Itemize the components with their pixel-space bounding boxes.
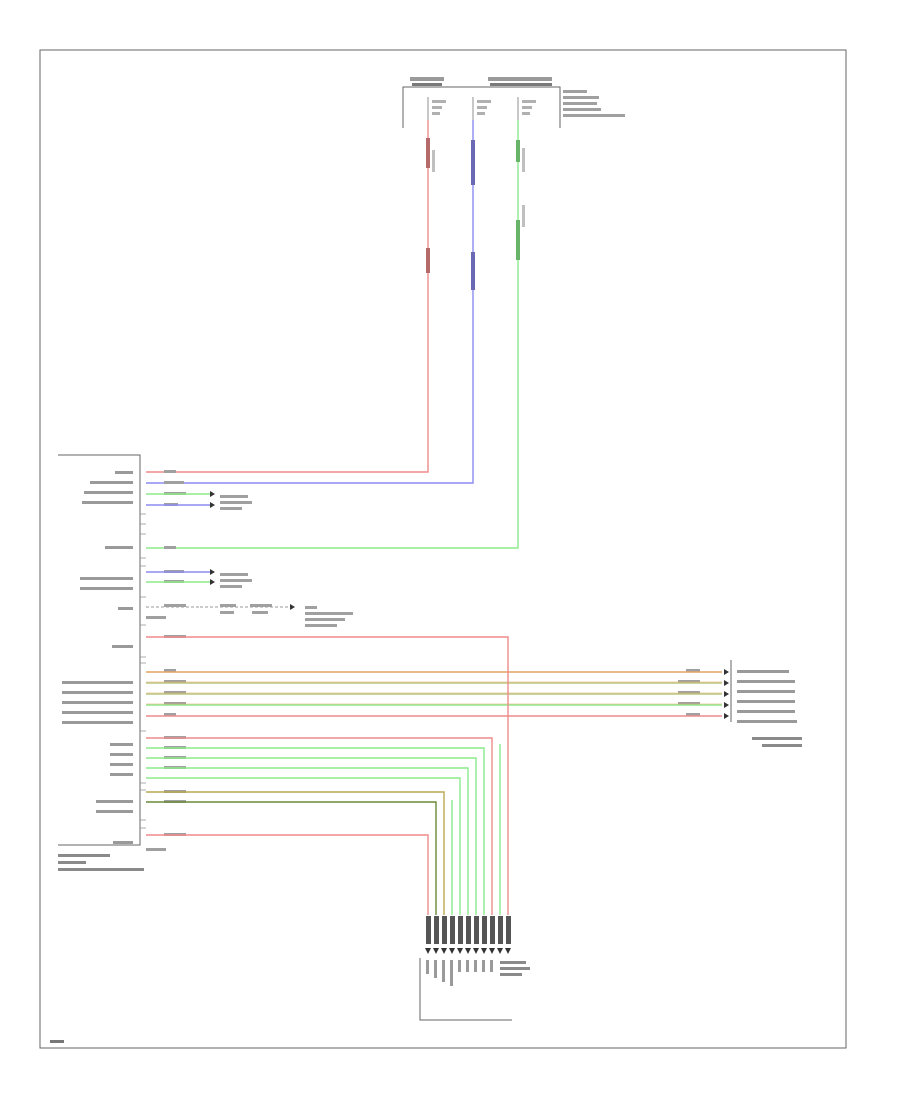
fuse-box-label-block-2 bbox=[488, 77, 552, 81]
bottom-wire-green-3 bbox=[146, 767, 469, 915]
fuse-symbol-2 bbox=[472, 97, 491, 120]
fuse-box-description-4 bbox=[563, 108, 601, 111]
fuse-symbol-1 bbox=[427, 97, 446, 120]
fuse-box-label-block-3 bbox=[412, 83, 442, 86]
bottom-wire-green-2 bbox=[146, 757, 477, 915]
module-name-line-1 bbox=[58, 854, 110, 857]
fuse-box-component bbox=[402, 77, 625, 128]
bottom-connector-name-2 bbox=[500, 967, 530, 970]
pin-ticks bbox=[140, 513, 146, 829]
bottom-connector-name-1 bbox=[500, 961, 526, 964]
diagram-id-mark bbox=[50, 1040, 64, 1043]
connector-id-top bbox=[146, 616, 166, 619]
bottom-wire-green-1 bbox=[146, 747, 485, 915]
module-name-line-3 bbox=[58, 868, 144, 871]
stub-target-label-1 bbox=[220, 495, 252, 510]
stub-wire-ground bbox=[146, 604, 295, 614]
main-module-connector bbox=[58, 454, 166, 871]
bottom-wire-green-extra bbox=[146, 744, 501, 915]
stub-target-label-3 bbox=[305, 606, 353, 627]
fuse-box-label-block-4 bbox=[490, 83, 552, 86]
bottom-wire-code-blocks bbox=[426, 916, 511, 944]
bottom-connector-name-3 bbox=[500, 973, 522, 976]
fuse-box-label-block-1 bbox=[410, 77, 444, 81]
stub-target-label-2 bbox=[220, 573, 252, 588]
bottom-wire-olive-2 bbox=[146, 801, 437, 915]
bottom-wire-red-2 bbox=[146, 737, 493, 915]
bus-wire-stripes bbox=[146, 681, 722, 705]
fuse-symbol-3 bbox=[517, 97, 536, 120]
right-connector bbox=[678, 660, 802, 747]
stub-wire-blue-2 bbox=[146, 569, 215, 575]
wire-green-power bbox=[146, 120, 525, 549]
bottom-wire-red-outer bbox=[146, 636, 509, 915]
bottom-connector-pins bbox=[425, 948, 511, 954]
fuse-box-description-2 bbox=[563, 96, 599, 99]
connector-id-bottom bbox=[146, 848, 166, 851]
right-connector-name-2 bbox=[762, 744, 802, 747]
bottom-wire-red-3 bbox=[146, 834, 429, 915]
wire-red-power bbox=[146, 120, 435, 473]
diagram-border bbox=[39, 49, 847, 1049]
fuse-box-description-3 bbox=[563, 102, 597, 105]
pin-label-group-top bbox=[62, 471, 133, 844]
fuse-box-description-1 bbox=[563, 90, 587, 93]
wire-blue-power bbox=[146, 120, 475, 484]
bottom-wire-olive-1 bbox=[146, 791, 445, 915]
stub-wire-green-2 bbox=[146, 579, 215, 585]
stub-wire-blue-1 bbox=[146, 502, 215, 508]
module-name-line-2 bbox=[58, 861, 86, 864]
right-connector-name-1 bbox=[752, 737, 802, 740]
wire-code-labels bbox=[164, 470, 186, 836]
fuse-box-description-5 bbox=[563, 114, 625, 117]
stub-wire-green-1 bbox=[146, 491, 215, 497]
bottom-connector bbox=[419, 958, 530, 1021]
